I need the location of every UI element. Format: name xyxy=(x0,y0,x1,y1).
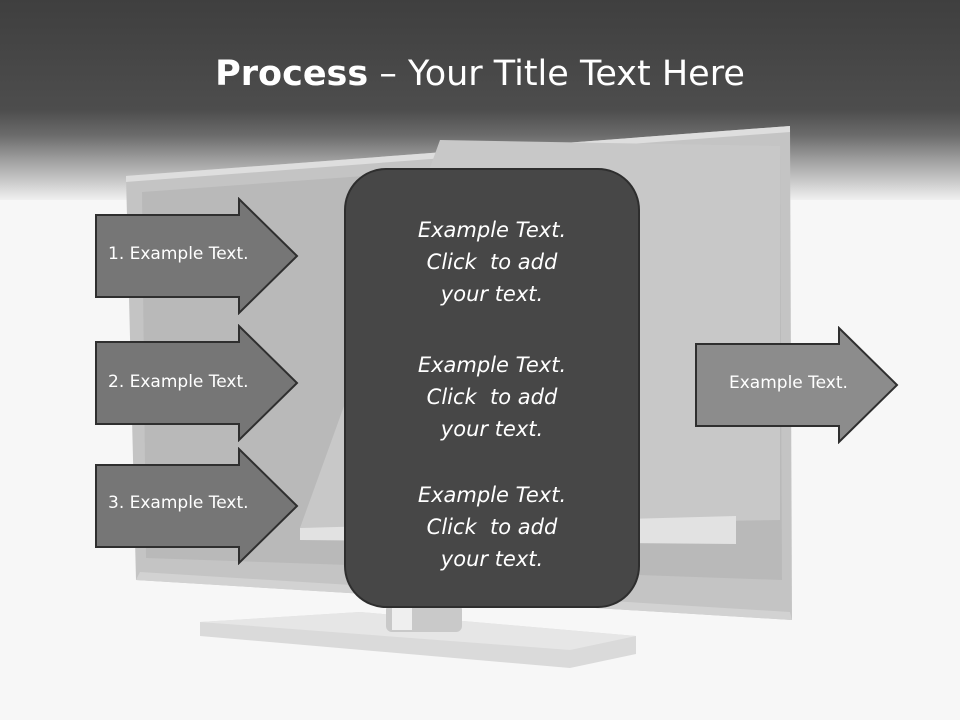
block-1-line-3: your text. xyxy=(440,282,544,306)
page-title: Process – Your Title Text Here xyxy=(0,52,960,96)
center-text-block-1[interactable]: Example Text. Click to add your text. xyxy=(346,214,638,310)
center-text-block-2[interactable]: Example Text. Click to add your text. xyxy=(346,349,638,445)
block-2-line-3: your text. xyxy=(440,417,544,441)
output-arrow-label: Example Text. xyxy=(729,373,848,393)
output-arrow[interactable] xyxy=(694,326,900,444)
step-arrow-1-label: 1. Example Text. xyxy=(108,244,249,264)
block-3-line-2: Click to add xyxy=(426,515,558,539)
block-3-line-3: your text. xyxy=(440,547,544,571)
step-arrow-3-label: 3. Example Text. xyxy=(108,493,249,513)
title-rest: – Your Title Text Here xyxy=(368,54,745,94)
block-2-line-2: Click to add xyxy=(426,385,558,409)
center-text-block-3[interactable]: Example Text. Click to add your text. xyxy=(346,479,638,575)
title-bold: Process xyxy=(215,54,369,94)
step-arrow-1[interactable] xyxy=(94,197,300,315)
step-arrow-3[interactable] xyxy=(94,447,300,565)
center-text-panel[interactable]: Example Text. Click to add your text. Ex… xyxy=(344,168,640,608)
block-1-line-2: Click to add xyxy=(426,250,558,274)
step-arrow-2-label: 2. Example Text. xyxy=(108,372,249,392)
block-2-line-1: Example Text. xyxy=(417,353,567,377)
block-1-line-1: Example Text. xyxy=(417,218,567,242)
step-arrow-2[interactable] xyxy=(94,324,300,442)
block-3-line-1: Example Text. xyxy=(417,483,567,507)
